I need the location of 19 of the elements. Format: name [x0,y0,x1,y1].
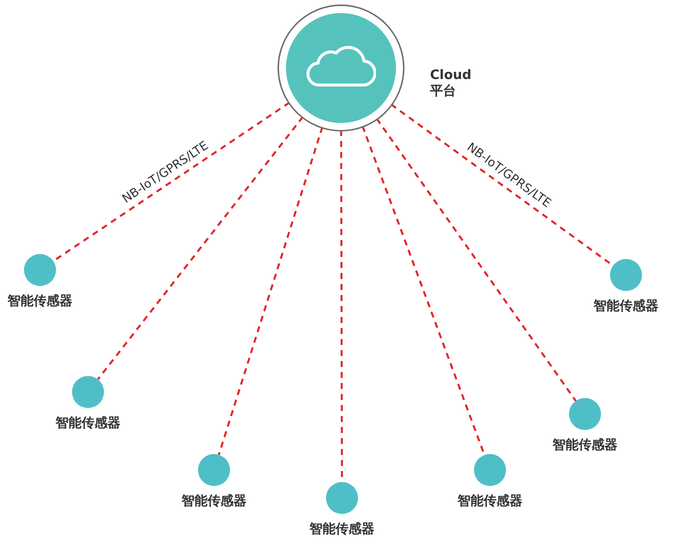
sensor-label: 智能传感器 [552,437,618,454]
sensor-label: 智能传感器 [56,415,120,432]
platform-label: Cloud 平台 [430,68,472,100]
sensor-circle [198,454,230,486]
sensor-label: 智能传感器 [182,493,246,510]
sensor-circle [474,454,506,486]
dashed-connector [218,126,324,456]
sensor-circle [24,254,56,286]
sensor-label: 智能传感器 [8,293,72,310]
sensor-label: 智能传感器 [310,521,374,538]
dashed-connector [52,102,290,262]
dashed-connector [376,118,577,402]
sensor-circle [569,398,601,430]
sensor-circle [610,259,642,291]
sensor-circle [72,376,104,408]
sensor-label: 智能传感器 [594,298,658,315]
dashed-connector [97,116,304,380]
sensor-label: 智能传感器 [458,493,522,510]
sensor-circle [326,482,358,514]
